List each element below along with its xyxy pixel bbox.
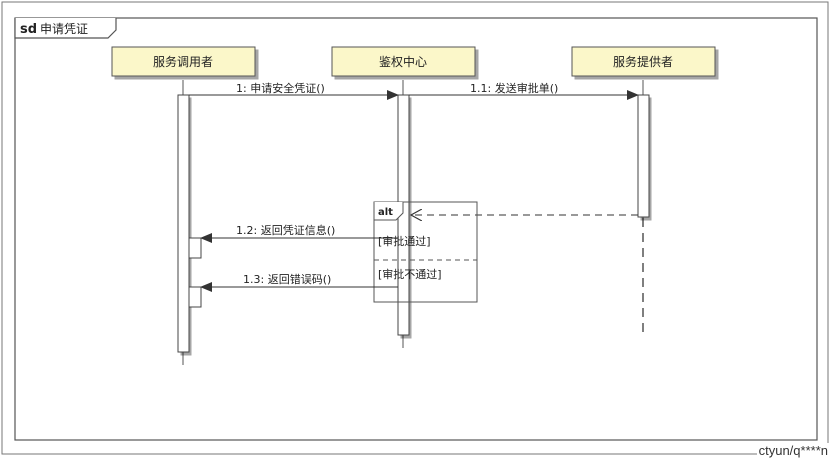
- frame-title-tab: [14, 18, 117, 39]
- watermark: ctyun/q****n: [756, 443, 830, 458]
- frame-badge: sd: [20, 22, 37, 37]
- lifeline-name-caller: 服务调用者: [153, 54, 213, 69]
- activation-caller-return-1: [188, 237, 202, 259]
- lifeline-name-provider: 服务提供者: [613, 54, 673, 69]
- alt-operator-tab: [373, 202, 404, 221]
- lifeline-head-caller[interactable]: 服务调用者: [111, 46, 256, 77]
- message-1-3-label: 1.3: 返回错误码(): [243, 272, 331, 286]
- lifeline-head-auth-center[interactable]: 鉴权中心: [331, 46, 476, 77]
- alt-guard-approved: [审批通过]: [378, 234, 431, 248]
- lifeline-name-auth-center: 鉴权中心: [379, 54, 427, 69]
- diagram-frame: [14, 17, 818, 441]
- activation-caller: [177, 94, 190, 353]
- alt-guard-rejected: [审批不通过]: [378, 267, 442, 281]
- message-1-1-label: 1.1: 发送审批单(): [470, 81, 558, 95]
- activation-provider: [637, 94, 650, 218]
- alt-fragment: [373, 201, 478, 303]
- activation-caller-return-2: [188, 286, 202, 308]
- message-1-label: 1: 申请安全凭证(): [236, 81, 325, 95]
- lifeline-head-provider[interactable]: 服务提供者: [571, 46, 716, 77]
- alt-operator-label: alt: [378, 207, 393, 218]
- message-1-2-label: 1.2: 返回凭证信息(): [236, 223, 335, 237]
- frame-title: 申请凭证: [40, 21, 88, 36]
